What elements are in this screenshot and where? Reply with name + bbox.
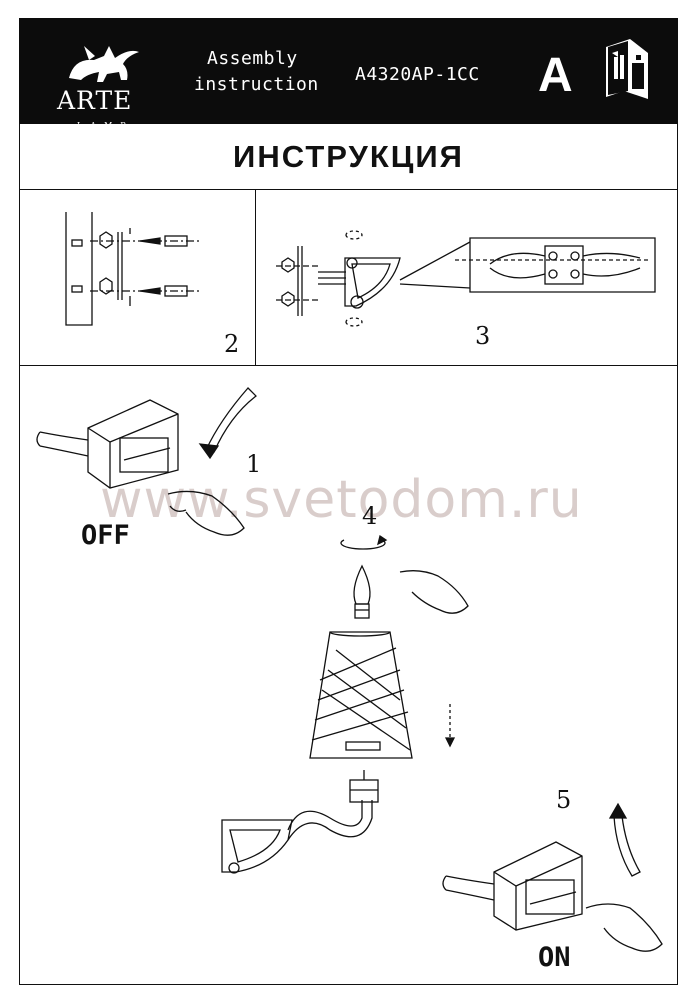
manual-book-icon — [606, 39, 648, 99]
page-title: ИНСТРУКЦИЯ — [19, 124, 678, 190]
brand-logo: ARTE LAMP — [49, 38, 159, 130]
lion-icon — [69, 46, 139, 82]
brand-name: ARTE — [57, 86, 133, 115]
step-number-4: 4 — [362, 502, 378, 530]
hand-screw-bulb — [399, 570, 469, 614]
step-number-2: 2 — [224, 330, 240, 358]
header-bar: ARTE LAMP Assembly instruction A4320AP-1… — [19, 18, 678, 130]
wire-connection-diagram — [276, 230, 656, 327]
brand-subtitle: LAMP — [77, 121, 134, 130]
header-line-1: Assembly — [207, 48, 298, 69]
wall-arm-illustration — [221, 770, 379, 874]
on-label: ON — [538, 942, 571, 973]
step-number-1: 1 — [246, 450, 262, 478]
switch-off-illustration — [36, 387, 257, 536]
lampshade-illustration — [309, 631, 456, 759]
row-divider — [255, 190, 256, 366]
model-number: A4320AP-1CC — [355, 64, 480, 85]
step-number-5: 5 — [556, 786, 572, 814]
step-number-3: 3 — [475, 322, 491, 350]
switch-on-illustration — [442, 802, 663, 952]
bulb-icon — [340, 534, 388, 619]
header-line-2: instruction — [194, 74, 319, 95]
watermark: www.svetodom.ru — [100, 470, 583, 530]
mounting-screws-diagram — [65, 212, 200, 326]
off-label: OFF — [81, 520, 130, 551]
detail-row — [19, 190, 678, 366]
instruction-letter: A — [538, 49, 573, 102]
